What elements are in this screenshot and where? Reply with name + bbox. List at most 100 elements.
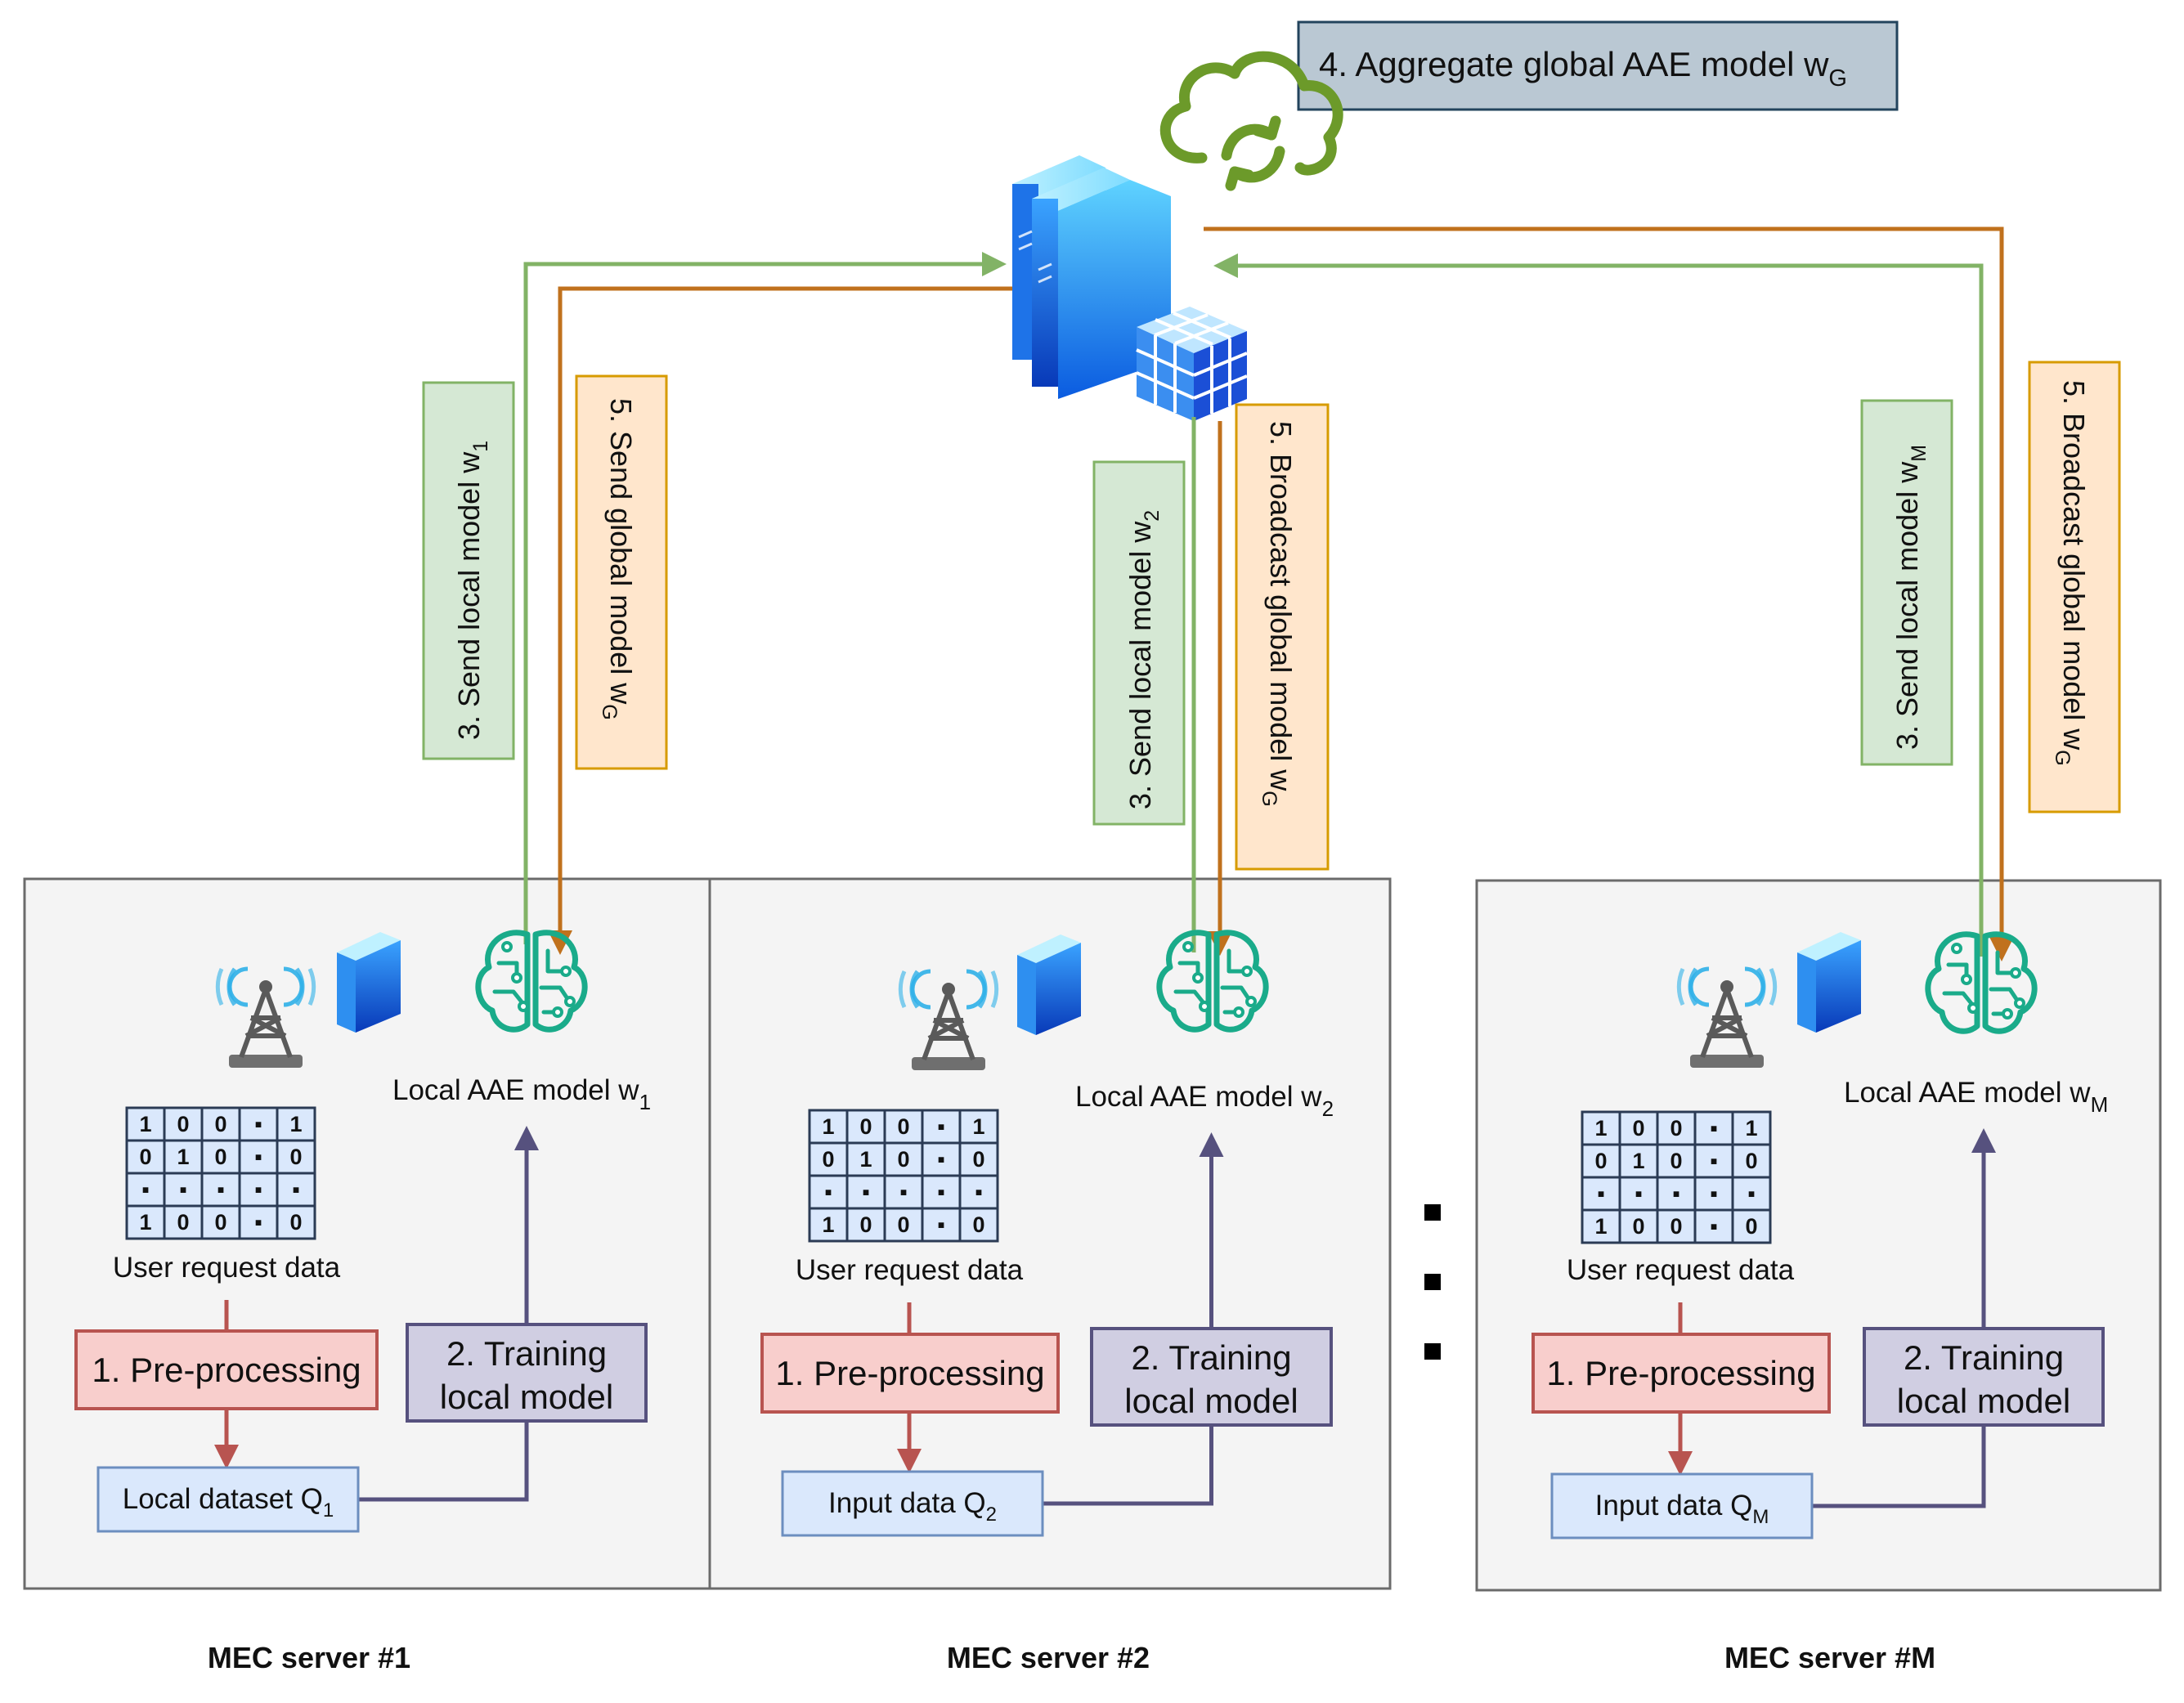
- matrix-cell-value: ▪: [937, 1147, 945, 1172]
- matrix-cell: [808, 1207, 849, 1243]
- matrix-cell-value: 0: [1632, 1214, 1644, 1239]
- training-box: [1863, 1327, 2105, 1427]
- user-request-label: User request data: [113, 1252, 341, 1284]
- cloud-sync-icon: [1159, 51, 1343, 191]
- matrix-cell-value: 1: [859, 1147, 872, 1172]
- matrix-cell-value: 1: [1745, 1116, 1757, 1141]
- matrix-cell-value: 0: [1745, 1149, 1757, 1173]
- send-label-3: 3. Send local model wM: [1890, 445, 1931, 750]
- matrix-cell-value: 1: [289, 1112, 302, 1136]
- matrix-cell: [1731, 1208, 1772, 1244]
- matrix-cell-value: ▪: [862, 1180, 870, 1204]
- ai-brain-icon: [1156, 930, 1269, 1033]
- matrix-cell: [276, 1204, 316, 1240]
- preprocess-label: 1. Pre-processing: [92, 1351, 361, 1389]
- matrix-cell: [163, 1139, 204, 1175]
- server-caption: MEC server #1: [208, 1641, 410, 1674]
- matrix-cell-value: 0: [214, 1145, 226, 1169]
- matrix-cell-value: 0: [177, 1210, 189, 1235]
- matrix-cell-value: ▪: [254, 1210, 262, 1235]
- matrix-cell-value: ▪: [1710, 1214, 1718, 1239]
- matrix-cell-value: ▪: [141, 1177, 150, 1202]
- matrix-cell-value: ▪: [937, 1212, 945, 1237]
- matrix-cell-value: 0: [289, 1210, 302, 1235]
- dataset-label: Input data Q2: [828, 1487, 997, 1526]
- matrix-cell: [958, 1174, 999, 1210]
- matrix-cell-value: 0: [214, 1112, 226, 1136]
- receive-label-box-3: [2028, 361, 2121, 813]
- matrix-cell-value: 0: [897, 1147, 909, 1172]
- dataset-label: Input data QM: [1595, 1490, 1769, 1528]
- matrix-cell-value: 0: [1670, 1116, 1682, 1141]
- cloud-server-icon: [1012, 155, 1248, 421]
- matrix-cell: [921, 1207, 962, 1243]
- matrix-cell: [845, 1109, 886, 1145]
- aggregate-label: 4. Aggregate global AAE model wG: [1319, 45, 1847, 92]
- matrix-cell-value: ▪: [1672, 1181, 1680, 1206]
- send-label-2: 3. Send local model w2: [1123, 510, 1164, 809]
- receive-label-3: 5. Broadcast global model wG: [2051, 380, 2091, 766]
- matrix-cell-value: 0: [1670, 1214, 1682, 1239]
- matrix-cell-value: 1: [1594, 1214, 1607, 1239]
- send-label-box-1: [422, 381, 515, 760]
- matrix-cell: [1618, 1176, 1659, 1212]
- receive-arrow-1: [548, 286, 1012, 955]
- receive-label-box-2: [1235, 403, 1330, 871]
- matrix-cell-value: ▪: [254, 1177, 262, 1202]
- matrix-cell-value: 1: [822, 1212, 834, 1237]
- training-label-line2: local model: [1124, 1382, 1298, 1420]
- matrix-cell: [845, 1207, 886, 1243]
- send-label-box-3: [1860, 399, 1953, 766]
- ellipsis-dot-1: [1424, 1204, 1441, 1221]
- matrix-cell-value: 0: [214, 1210, 226, 1235]
- dataset-to-training-line: [358, 1421, 529, 1502]
- matrix-cell: [125, 1204, 166, 1240]
- edge-server-icon: [1017, 934, 1081, 1035]
- local-model-label: Local AAE model w2: [1075, 1081, 1334, 1121]
- receive-arrow-3: [1204, 226, 2014, 961]
- receive-label-box-1: [575, 374, 668, 770]
- matrix-cell-value: ▪: [254, 1145, 262, 1169]
- matrix-cell-value: 0: [1632, 1116, 1644, 1141]
- data-cube-icon: [1136, 307, 1248, 421]
- dataset-to-training-line: [1043, 1425, 1213, 1506]
- matrix-cell: [958, 1207, 999, 1243]
- matrix-cell: [1618, 1110, 1659, 1146]
- preprocess-label: 1. Pre-processing: [775, 1354, 1044, 1392]
- matrix-cell-value: ▪: [824, 1180, 832, 1204]
- base-station-icon: [898, 969, 999, 1070]
- receive-label-2: 5. Broadcast global model wG: [1258, 421, 1298, 807]
- aggregate-box: [1297, 20, 1899, 111]
- edge-server-icon: [1797, 932, 1861, 1033]
- matrix-cell-value: 0: [139, 1145, 151, 1169]
- local-model-label: Local AAE model wM: [1844, 1077, 2108, 1117]
- ellipsis-dot-3: [1424, 1343, 1441, 1360]
- server-caption: MEC server #M: [1724, 1641, 1935, 1674]
- matrix-cell-value: 0: [177, 1112, 189, 1136]
- dataset-box: [1550, 1472, 1814, 1539]
- ai-brain-icon: [475, 930, 588, 1033]
- preprocess-label: 1. Pre-processing: [1546, 1354, 1815, 1392]
- matrix-cell-value: ▪: [975, 1180, 983, 1204]
- training-label-line1: 2. Training: [1904, 1338, 2064, 1377]
- dataset-box: [96, 1466, 360, 1533]
- matrix-cell-value: 1: [177, 1145, 189, 1169]
- matrix-cell-value: 1: [1632, 1149, 1644, 1173]
- training-label-line2: local model: [440, 1378, 613, 1416]
- matrix-cell: [238, 1204, 279, 1240]
- matrix-cell-value: ▪: [179, 1177, 187, 1202]
- matrix-cell-value: ▪: [1710, 1149, 1718, 1173]
- matrix-cell-value: 0: [972, 1212, 984, 1237]
- matrix-cell: [958, 1141, 999, 1177]
- matrix-cell: [1731, 1143, 1772, 1179]
- matrix-cell-value: 0: [859, 1212, 872, 1237]
- matrix-cell-value: ▪: [1710, 1181, 1718, 1206]
- ellipsis-dot-2: [1424, 1274, 1441, 1290]
- matrix-cell-value: 1: [139, 1112, 151, 1136]
- preprocess-box: [760, 1333, 1060, 1414]
